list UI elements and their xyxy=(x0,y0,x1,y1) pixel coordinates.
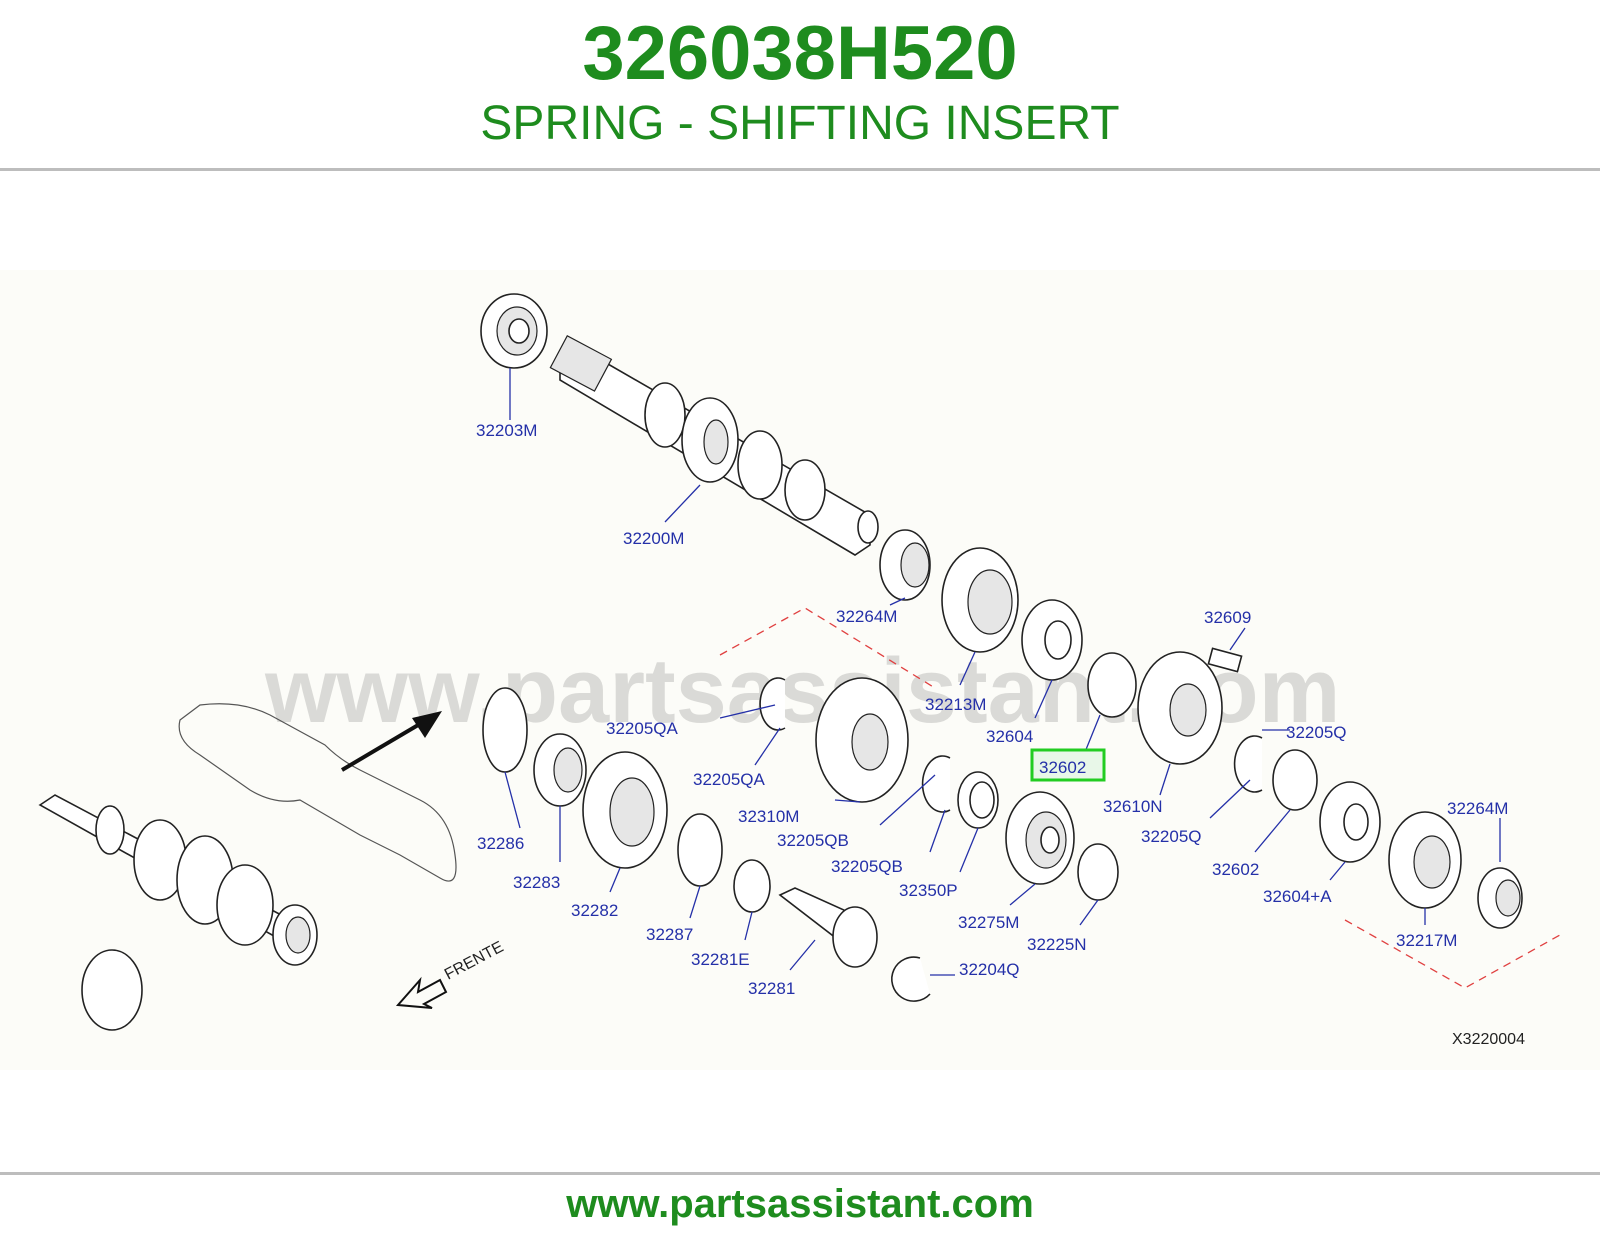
callout-label[interactable]: 32205Q xyxy=(1141,827,1202,846)
header: 326038H520 SPRING - SHIFTING INSERT xyxy=(0,0,1600,170)
callout-label[interactable]: 32275M xyxy=(958,913,1019,932)
gear-32310m xyxy=(815,677,909,803)
o-ring-32281e xyxy=(733,859,771,913)
callout-label[interactable]: 32217M xyxy=(1396,931,1457,950)
needle-bearing-32283 xyxy=(533,733,587,807)
callout-label[interactable]: 32281E xyxy=(691,950,750,969)
direction-label: FRENTE xyxy=(442,938,506,983)
footer-url[interactable]: www.partsassistant.com xyxy=(566,1182,1034,1226)
callout-label[interactable]: 32282 xyxy=(571,901,618,920)
callout-label[interactable]: 32200M xyxy=(623,529,684,548)
callout-label[interactable]: 32286 xyxy=(477,834,524,853)
callout-label[interactable]: 32264M xyxy=(836,607,897,626)
hub-32604a xyxy=(1319,781,1381,863)
footer-divider xyxy=(0,1172,1600,1175)
diagram-code: X3220004 xyxy=(1452,1031,1525,1048)
part-name: SPRING - SHIFTING INSERT xyxy=(480,97,1120,150)
dashed-outline-left xyxy=(719,607,936,689)
callout-label[interactable]: 32205Q xyxy=(1286,723,1347,742)
snap-ring-32205qb xyxy=(921,755,951,813)
callout-label[interactable]: 32204Q xyxy=(959,960,1020,979)
direction-arrow xyxy=(340,711,442,772)
gear-32282 xyxy=(582,751,668,869)
callout-label[interactable]: 32350P xyxy=(899,881,958,900)
gear-32610n xyxy=(1137,651,1223,765)
bearing-32350p xyxy=(957,771,999,829)
callout-label[interactable]: 32604 xyxy=(986,727,1033,746)
callout-label[interactable]: 32205QA xyxy=(693,770,765,789)
diagram-panel xyxy=(0,270,1600,1070)
housing-ghost-outline xyxy=(178,703,457,882)
callout-label[interactable]: 32283 xyxy=(513,873,560,892)
callout-label-highlighted[interactable]: 32602 xyxy=(1039,758,1086,777)
header-divider xyxy=(0,168,1600,171)
counter-shaft-assembly xyxy=(38,794,318,1031)
callout-label[interactable]: 32213M xyxy=(925,695,986,714)
callout-label[interactable]: 32205QA xyxy=(606,719,678,738)
callout-label[interactable]: 32203M xyxy=(476,421,537,440)
snap-ring-32205qa xyxy=(759,677,786,731)
callout-label[interactable]: 32281 xyxy=(748,979,795,998)
callout-label[interactable]: 32609 xyxy=(1204,608,1251,627)
callout-label[interactable]: 32287 xyxy=(646,925,693,944)
callout-label[interactable]: 32225N xyxy=(1027,935,1087,954)
insert-32609 xyxy=(1207,647,1243,673)
spring-32602-lower xyxy=(1272,749,1318,811)
callout-label[interactable]: 32602 xyxy=(1212,860,1259,879)
gear-32213m xyxy=(941,547,1019,653)
dashed-outline-right xyxy=(1344,919,1561,989)
callout-label[interactable]: 32205QB xyxy=(777,831,849,850)
washer-32287 xyxy=(677,813,723,887)
needle-bearing-32264m-top xyxy=(879,529,931,601)
needle-bearing-32264m-right xyxy=(1477,867,1523,929)
shaft-32281 xyxy=(778,887,878,968)
leader-lines xyxy=(504,368,1501,976)
spring-32602-upper xyxy=(1087,652,1137,718)
gear-32217m xyxy=(1388,811,1462,909)
shim-32225n xyxy=(1077,843,1119,901)
callout-label[interactable]: 32604+A xyxy=(1263,887,1332,906)
frente-arrow: FRENTE xyxy=(395,938,506,1009)
bearing-32275m xyxy=(1005,791,1075,885)
snap-ring-32204q xyxy=(891,956,931,1002)
hub-32604 xyxy=(1021,599,1083,681)
washer-32286 xyxy=(482,687,528,773)
snap-ring-32205q-right xyxy=(1233,735,1263,793)
part-number: 326038H520 xyxy=(582,11,1018,96)
main-shaft-assembly xyxy=(480,293,879,556)
highlight-box-32602 xyxy=(1030,748,1106,782)
callout-labels: 32203M 32200M 32264M 32609 32213M 32205Q… xyxy=(476,421,1508,998)
callout-label[interactable]: 32264M xyxy=(1447,799,1508,818)
callout-label[interactable]: 32310M xyxy=(738,807,799,826)
callout-label[interactable]: 32610N xyxy=(1103,797,1163,816)
callout-label[interactable]: 32205QB xyxy=(831,857,903,876)
